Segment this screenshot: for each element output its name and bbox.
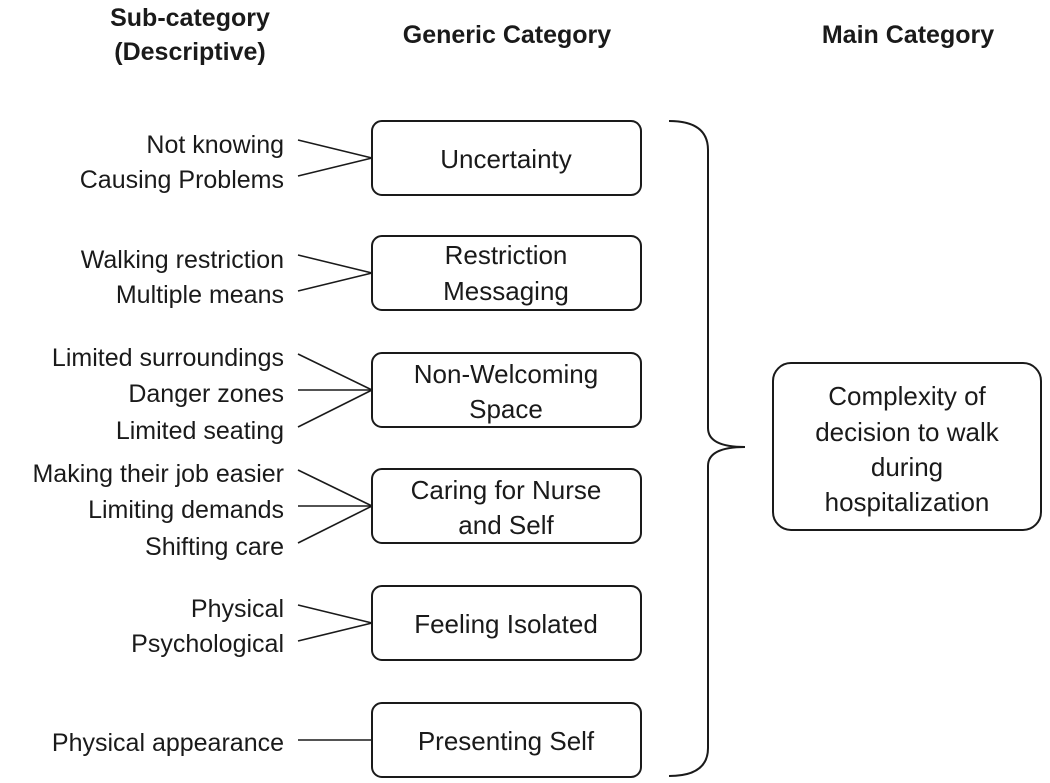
group-uncertainty: Not knowing Causing Problems Uncertainty (80, 120, 642, 196)
subcategory-label: Psychological (131, 630, 284, 658)
subcategory-label: Walking restriction (81, 246, 284, 274)
main-category-label-line1: Complexity of (828, 381, 986, 411)
subcategory-label: Not knowing (146, 131, 284, 159)
connector-line (297, 604, 373, 624)
connector-line (297, 157, 373, 177)
generic-category-label-line1: Restriction (445, 240, 568, 270)
generic-category-label-line2: and Self (458, 510, 554, 540)
connector-line (297, 505, 373, 544)
subcategory-label: Limited seating (116, 417, 284, 445)
main-category: Complexity of decision to walk during ho… (772, 362, 1042, 531)
subcategory-label: Limiting demands (88, 496, 284, 524)
generic-category-box (371, 702, 642, 778)
generic-category-label: Uncertainty (440, 144, 572, 174)
main-category-label-line3: during (871, 452, 943, 482)
subcategory-label: Making their job easier (32, 460, 284, 488)
subcategory-label: Causing Problems (80, 166, 284, 194)
subcategory-label: Shifting care (145, 533, 284, 561)
group-restriction-messaging: Walking restriction Multiple means Restr… (81, 235, 642, 311)
generic-category-label-line2: Space (469, 394, 543, 424)
subcategory-label: Physical (191, 595, 284, 623)
generic-category-label-line2: Messaging (443, 276, 569, 306)
subcategory-label: Multiple means (116, 281, 284, 309)
group-feeling-isolated: Physical Psychological Feeling Isolated (131, 585, 642, 661)
generic-category-label-line1: Non-Welcoming (414, 359, 598, 389)
subcategory-label: Physical appearance (52, 729, 284, 757)
generic-category-label: Feeling Isolated (414, 609, 598, 639)
connector-line (297, 254, 373, 274)
subcategory-header-line1: Sub-category (110, 4, 270, 32)
generic-category-label: Presenting Self (418, 726, 595, 756)
grouping-brace (668, 120, 746, 777)
generic-category-label-line1: Caring for Nurse (411, 475, 602, 505)
main-category-label-line2: decision to walk (815, 417, 1000, 447)
subcategory-header-line2: (Descriptive) (114, 38, 265, 66)
generic-category-box (371, 120, 642, 196)
group-caring-for-nurse-and-self: Making their job easier Limiting demands… (32, 460, 642, 561)
group-presenting-self: Physical appearance Presenting Self (52, 702, 642, 778)
connector-line (297, 139, 373, 159)
generic-category-box (371, 352, 642, 428)
main-category-header: Main Category (822, 21, 994, 49)
connector-line (297, 389, 373, 428)
connector-line (297, 469, 373, 507)
subcategory-label: Limited surroundings (52, 344, 284, 372)
generic-category-box (371, 585, 642, 661)
subcategory-label: Danger zones (128, 380, 284, 408)
generic-category-box (371, 235, 642, 311)
connector-line (297, 353, 373, 391)
generic-category-header: Generic Category (403, 21, 612, 49)
generic-category-box (371, 468, 642, 544)
connector-line (297, 272, 373, 292)
main-category-label-line4: hospitalization (825, 487, 990, 517)
connector-line (297, 622, 373, 642)
group-non-welcoming-space: Limited surroundings Danger zones Limite… (52, 344, 642, 445)
main-category-box (772, 362, 1042, 531)
